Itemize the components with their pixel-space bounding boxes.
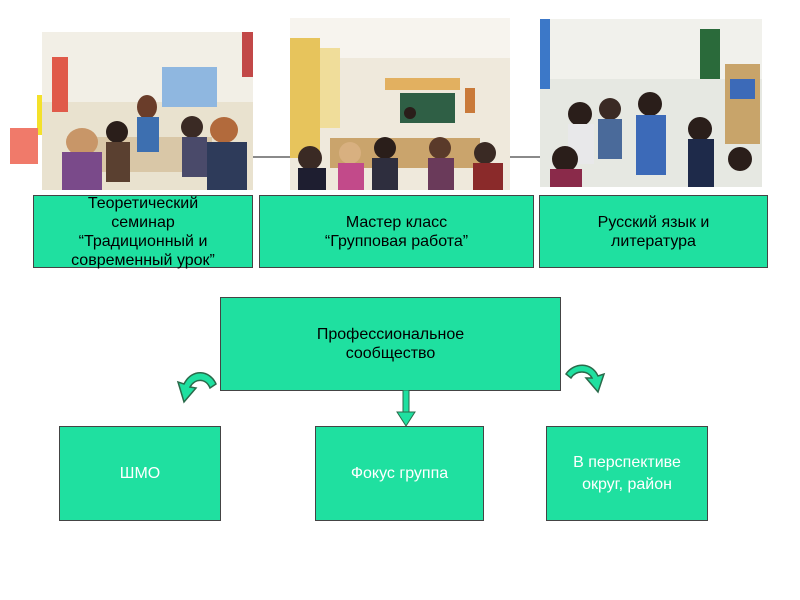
down-arrow-icon [396,390,416,428]
professional-community-box: Профессиональное сообщество [220,297,561,391]
connector-line-left [253,156,290,158]
connector-line-right [510,156,540,158]
teachers-seminar-photo [42,32,253,190]
students-lesson-photo [540,19,762,187]
curved-arrow-left-icon [172,362,222,410]
russian-literature-box: Русский язык и литература [539,195,768,268]
shmo-box: ШМО [59,426,221,521]
decorative-red-block [10,128,38,164]
prospect-district-box: В перспективе округ, район [546,426,708,521]
classroom-master-class-photo [290,18,510,190]
master-class-box: Мастер класс “Групповая работа” [259,195,534,268]
curved-arrow-right-icon [562,360,608,396]
focus-group-box: Фокус группа [315,426,484,521]
seminar-box: Теоретический семинар “Традиционный и со… [33,195,253,268]
